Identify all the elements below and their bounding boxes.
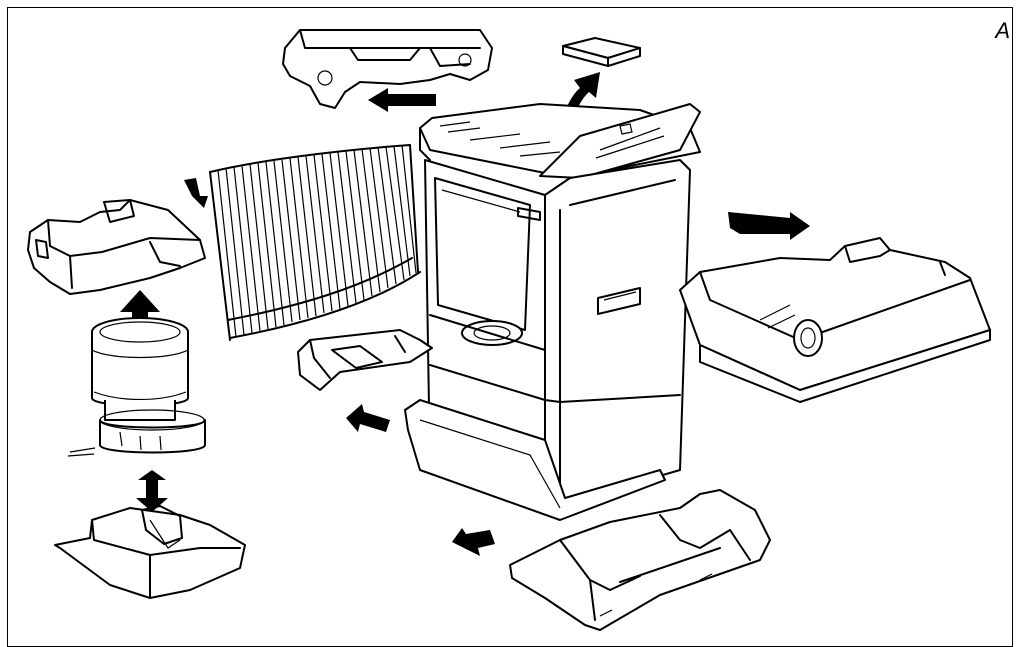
lid-plate-part	[562, 37, 641, 67]
arrow-down-left-icon	[452, 528, 495, 556]
arrow-up-left-icon-2	[346, 404, 390, 432]
fuel-tank-part	[679, 237, 991, 403]
burner-unit-part	[67, 317, 206, 457]
heater-cabinet	[404, 103, 701, 521]
bottom-packing-part	[509, 489, 771, 631]
arrow-left-icon	[368, 88, 436, 112]
base-packing-part	[54, 505, 246, 599]
arrow-up-icon	[120, 290, 160, 320]
burner-bracket-part	[27, 199, 206, 295]
panel-label: A	[995, 18, 1010, 43]
drip-tray-part	[297, 329, 433, 391]
top-cover-part	[282, 29, 493, 109]
arrow-right-icon	[728, 212, 810, 240]
reflector-grille	[209, 144, 421, 341]
arrow-up-left-icon	[184, 178, 208, 208]
arrow-updown-icon	[136, 470, 168, 512]
